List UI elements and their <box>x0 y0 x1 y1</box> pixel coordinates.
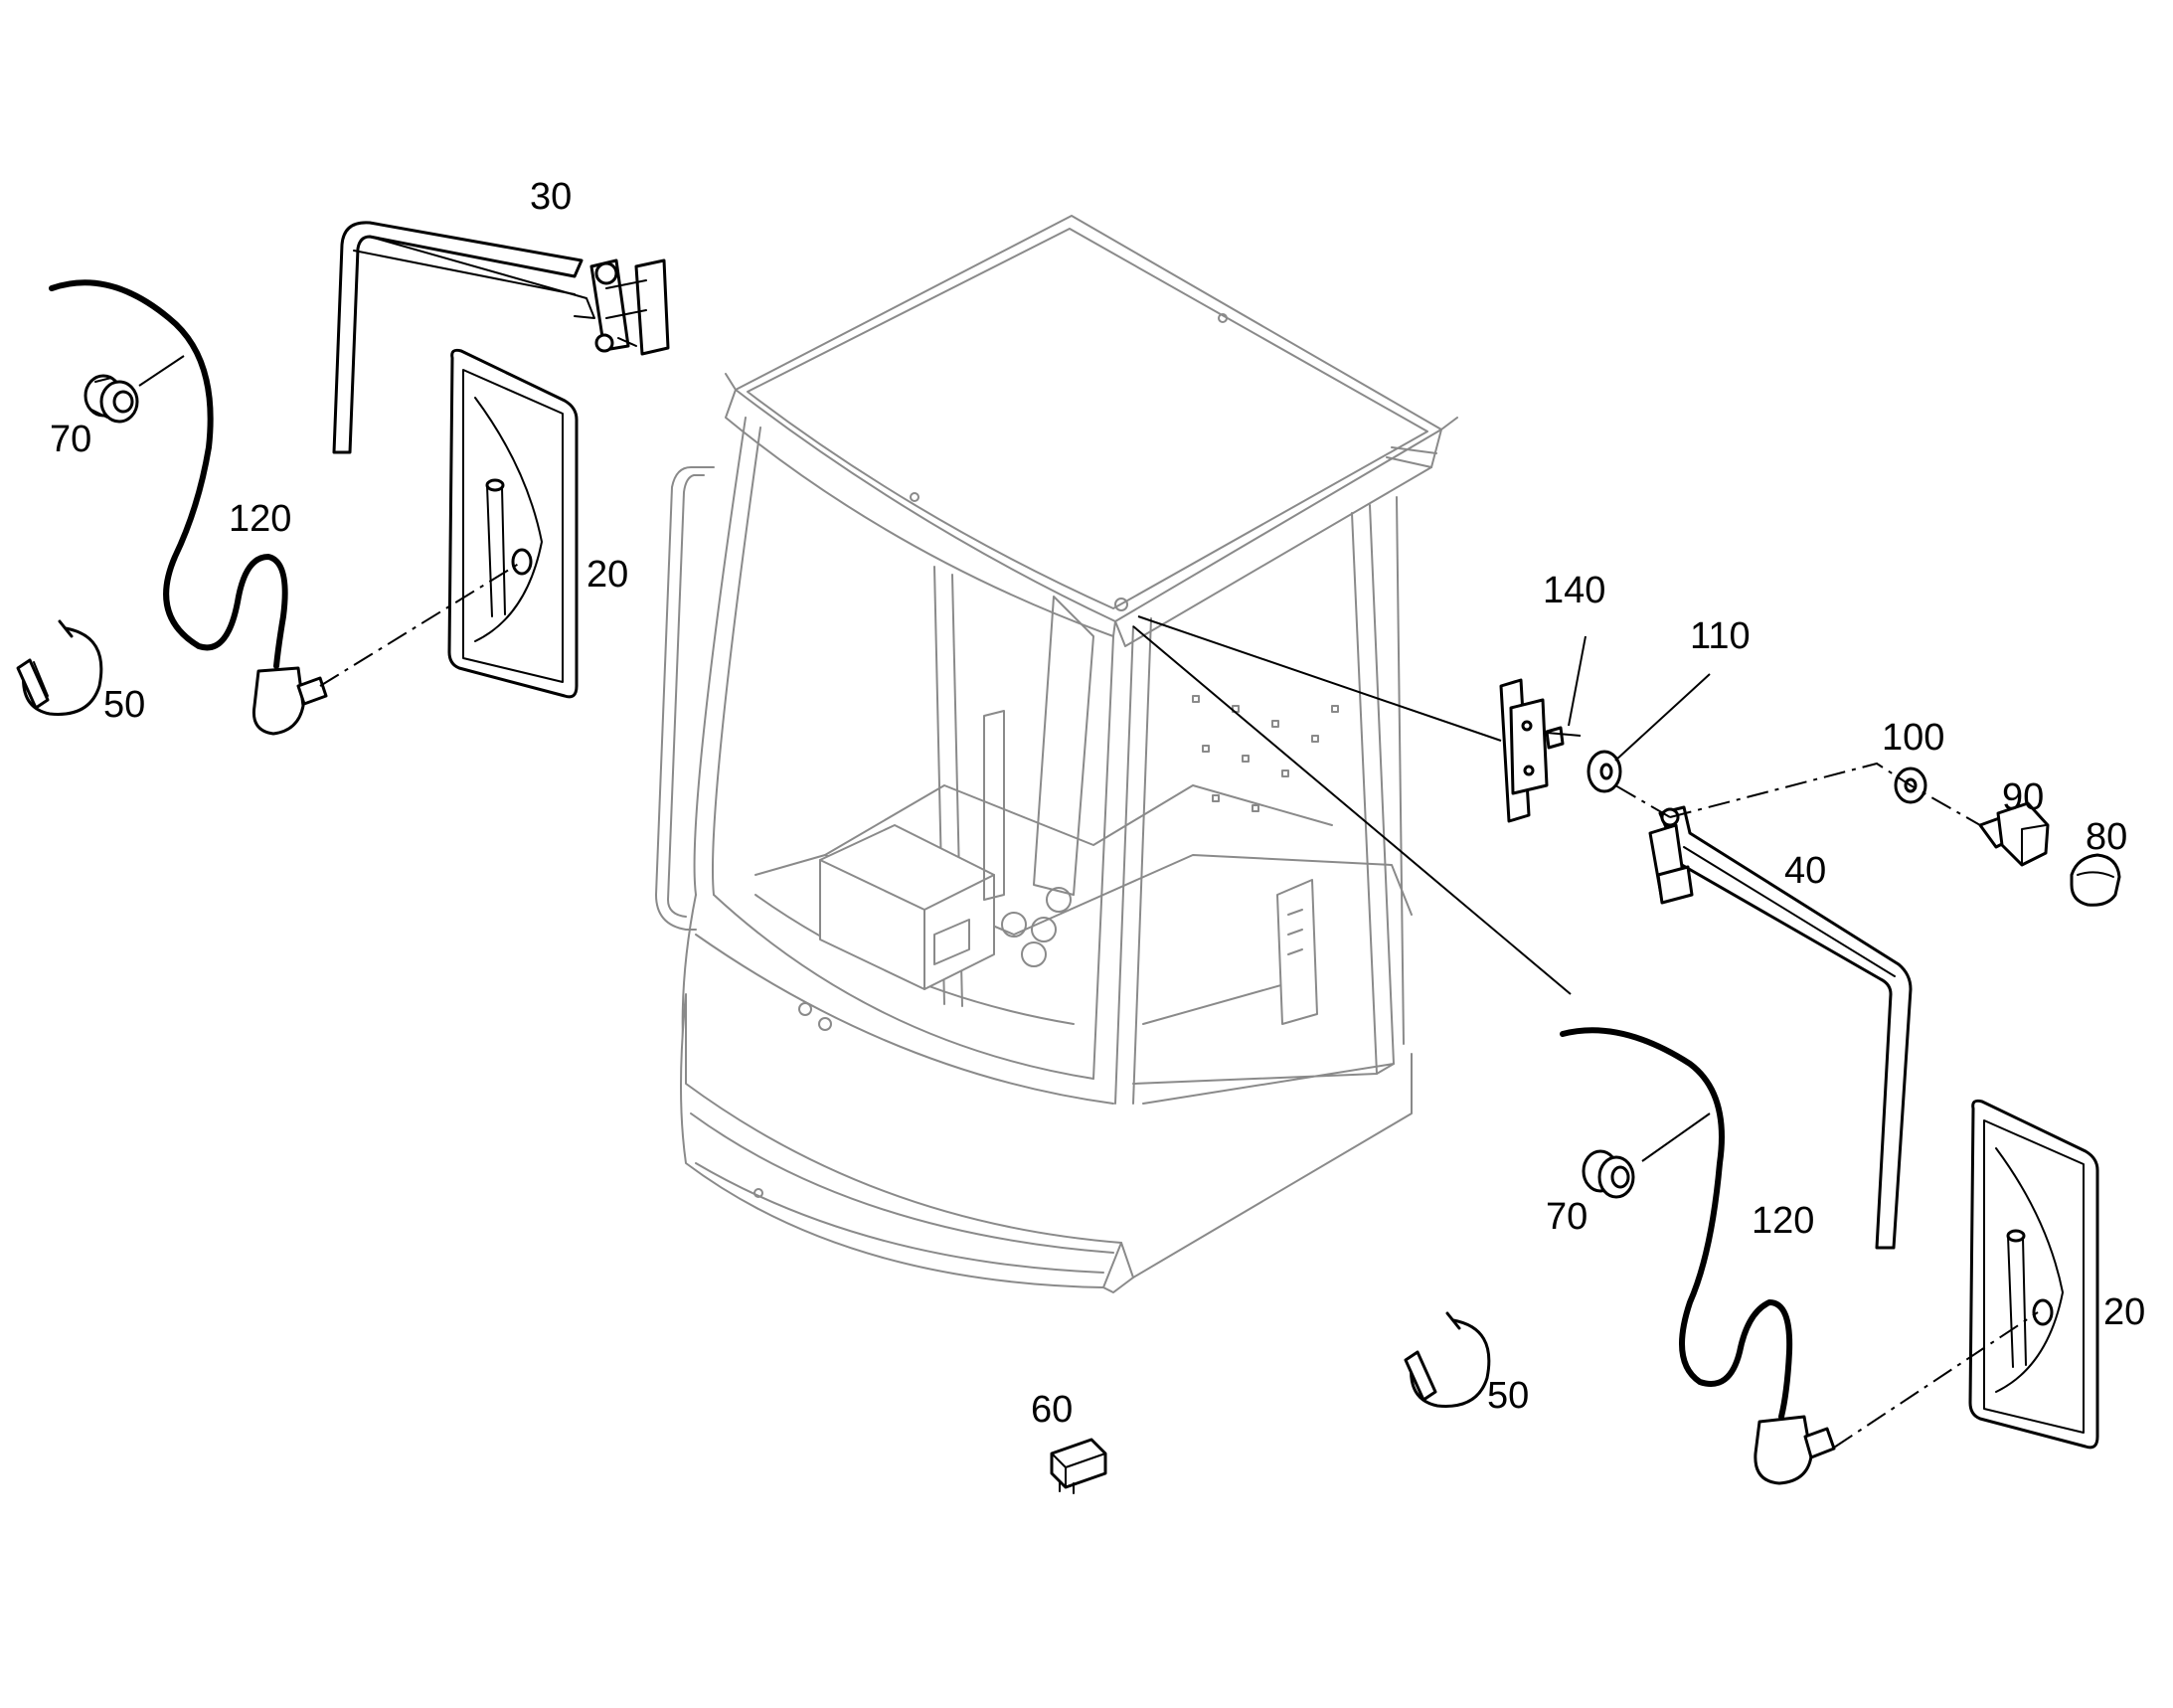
washer-110 <box>1587 750 1622 793</box>
callout-40: 40 <box>1784 850 1826 892</box>
callout-50-left: 50 <box>103 684 145 726</box>
operator-cab <box>655 215 1458 1293</box>
callout-50-right: 50 <box>1487 1375 1529 1417</box>
callout-90: 90 <box>2002 776 2044 818</box>
callout-20-right: 20 <box>2103 1291 2145 1333</box>
left-grommet <box>84 374 139 424</box>
left-clamp <box>16 619 103 716</box>
callout-30: 30 <box>530 176 572 218</box>
callout-140: 140 <box>1543 570 1605 611</box>
callout-70-left: 70 <box>50 419 91 460</box>
callout-120-right: 120 <box>1752 1200 1814 1242</box>
callout-20-left: 20 <box>586 554 628 596</box>
leader-lines <box>138 355 2039 1449</box>
right-grommet <box>1582 1149 1635 1199</box>
right-mirror <box>1968 1099 2099 1450</box>
right-clamp <box>1404 1311 1491 1408</box>
left-mirror-arm <box>332 221 670 454</box>
callout-labels: 30 70 120 20 50 140 110 100 90 80 40 70 … <box>50 176 2145 1431</box>
right-mirror-arm <box>1648 805 1913 1250</box>
callout-70-right: 70 <box>1546 1196 1588 1238</box>
left-mirror <box>447 348 579 699</box>
bolt-90 <box>1978 801 2050 867</box>
callout-110: 110 <box>1690 615 1751 657</box>
callout-100: 100 <box>1882 717 1944 759</box>
callout-120-left: 120 <box>229 498 291 540</box>
clip-60 <box>1050 1438 1107 1494</box>
bracket <box>1499 678 1565 823</box>
callout-80: 80 <box>2086 816 2127 858</box>
right-cable <box>1560 1027 1836 1485</box>
cap-80 <box>2070 853 2121 907</box>
callout-60: 60 <box>1031 1389 1073 1431</box>
left-cable <box>49 279 328 736</box>
